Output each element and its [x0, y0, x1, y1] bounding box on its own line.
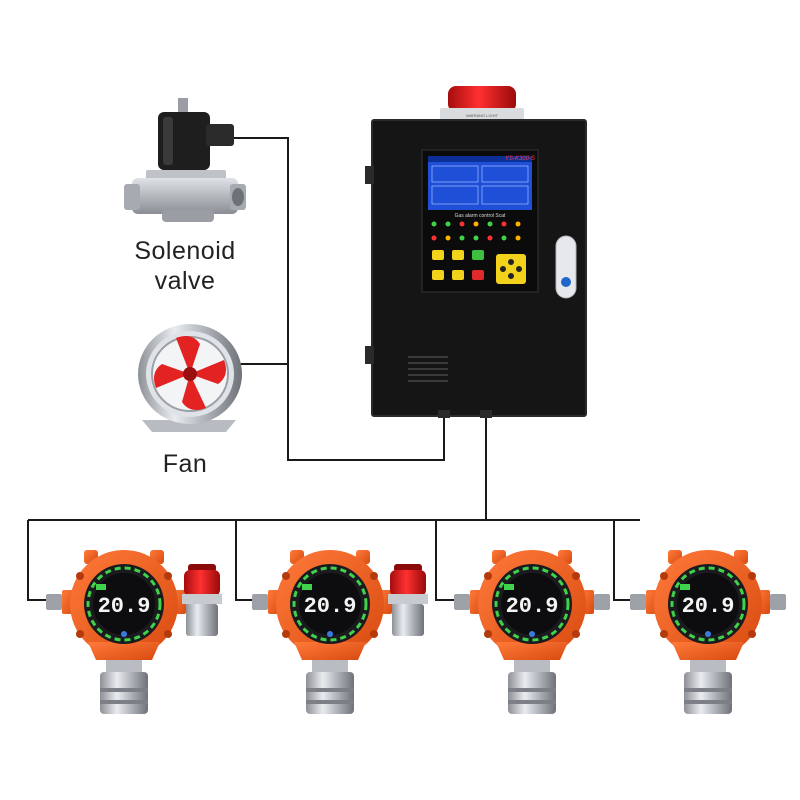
detector-4-wire — [613, 520, 636, 601]
solenoid-valve-label: Solenoid valve — [110, 236, 260, 296]
controller-banner-text: Gas alarm control Scat — [455, 213, 506, 219]
warning-beacon — [448, 86, 516, 112]
gas-detector-3 — [452, 548, 612, 716]
controller-cabinet — [365, 86, 587, 418]
valve-wire — [226, 137, 445, 461]
solenoid-valve-label-line1: Solenoid — [134, 237, 236, 265]
detector-4-reading: 20.9 — [682, 594, 735, 619]
strobe-light-1 — [182, 564, 222, 636]
detector-3-reading: 20.9 — [506, 594, 559, 619]
speaker-grille — [408, 356, 448, 382]
solenoid-valve-image — [124, 98, 246, 222]
strobe-light-2 — [388, 564, 428, 636]
detector-1-wire — [27, 520, 52, 601]
gas-detector-2 — [250, 548, 410, 716]
wiring — [27, 137, 640, 601]
gas-detector-4 — [628, 548, 788, 716]
beacon-label-text: WARNING LIGHT — [466, 113, 499, 118]
controller-screen — [428, 156, 532, 210]
keypad — [432, 250, 526, 284]
fan-label: Fan — [162, 450, 208, 478]
axial-fan-image — [138, 324, 242, 432]
detector-2-reading: 20.9 — [304, 594, 357, 619]
indicator-leds — [431, 221, 521, 241]
door-handle — [555, 235, 577, 299]
detector-3-wire — [435, 520, 460, 601]
detector-2-wire — [235, 520, 258, 601]
solenoid-valve-label-line2: valve — [154, 267, 216, 295]
gas-detector-1 — [44, 548, 204, 716]
controller-model-text: YS-K300-S — [505, 156, 535, 162]
detector-1-reading: 20.9 — [98, 594, 151, 619]
